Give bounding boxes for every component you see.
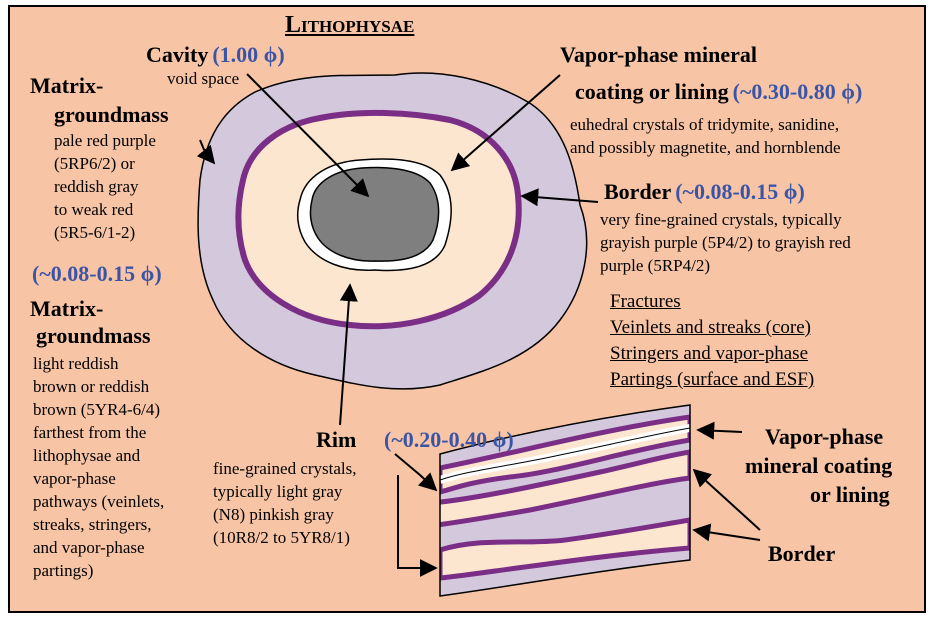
vein-lining-arrow <box>698 430 742 432</box>
matrix-2-desc-4: farthest from the <box>33 421 146 444</box>
matrix-2-desc-8: streaks, stringers, <box>33 513 152 536</box>
vein-border-label: Border <box>768 542 835 566</box>
rim-phi: (~0.20-0.40 ϕ) <box>384 428 514 452</box>
matrix-2-desc-6: vapor-phase <box>33 467 116 490</box>
vapor-lining-label-1: Vapor-phase mineral <box>560 43 757 67</box>
matrix-1-desc-4: to weak red <box>54 198 133 221</box>
cavity-label: Cavity <box>146 42 208 67</box>
matrix-1-label-1: Matrix- <box>30 74 103 98</box>
vein-lining-label-1: Vapor-phase <box>765 425 883 449</box>
vein-border-arrow-upper <box>694 470 760 530</box>
vapor-lining-phi: (~0.30-0.80 ϕ) <box>733 79 863 104</box>
border-label-group: Border (~0.08-0.15 ϕ) <box>604 180 805 204</box>
fractures-heading: Fractures <box>610 289 681 315</box>
matrix-1-desc-2: (5RP6/2) or <box>54 152 135 175</box>
fractures-item-stringers: Stringers and vapor-phase <box>610 341 808 367</box>
rim-desc-1: fine-grained crystals, <box>213 457 357 480</box>
matrix-2-desc-9: and vapor-phase <box>33 536 145 559</box>
vapor-lining-label-2: coating or lining <box>575 79 729 104</box>
rim-vein-arrow-lower <box>398 475 436 568</box>
vein-lining-label-2: mineral coating <box>745 454 892 478</box>
diagram-title: Lithophysae <box>285 12 414 38</box>
vapor-lining-desc-2: and possibly magnetite, and hornblende <box>570 136 841 159</box>
vein-border-arrow-lower <box>694 530 760 540</box>
matrix-2-desc-1: light reddish <box>33 352 118 375</box>
cavity-desc: void space <box>167 67 239 90</box>
fractures-item-partings: Partings (surface and ESF) <box>610 367 814 393</box>
border-desc-3: purple (5RP4/2) <box>600 254 710 277</box>
border-phi: (~0.08-0.15 ϕ) <box>675 179 805 204</box>
border-label: Border <box>604 179 671 204</box>
matrix-1-desc-5: (5R5-6/1-2) <box>54 221 135 244</box>
rim-desc-2: typically light gray <box>213 480 342 503</box>
rim-desc-4: (10R8/2 to 5YR8/1) <box>213 526 350 549</box>
matrix-phi: (~0.08-0.15 ϕ) <box>32 262 162 286</box>
matrix-2-desc-5: lithophysae and <box>33 444 140 467</box>
matrix-2-desc-3: brown (5YR4-6/4) <box>33 398 160 421</box>
vapor-lining-label-group: coating or lining (~0.30-0.80 ϕ) <box>575 80 862 104</box>
rim-label: Rim <box>316 428 356 452</box>
matrix-1-label-2: groundmass <box>54 103 169 127</box>
lithophysa-cross-section <box>198 73 587 389</box>
rim-vein-arrow-upper <box>395 454 436 490</box>
matrix-1-desc-1: pale red purple <box>54 129 156 152</box>
matrix-1-desc-3: reddish gray <box>54 175 139 198</box>
matrix-2-desc-10: partings) <box>33 559 93 582</box>
border-desc-1: very fine-grained crystals, typically <box>600 208 842 231</box>
border-desc-2: grayish purple (5P4/2) to grayish red <box>600 231 851 254</box>
cavity-label-group: Cavity (1.00 ϕ) <box>146 43 285 67</box>
vapor-lining-desc-1: euhedral crystals of tridymite, sanidine… <box>570 113 839 136</box>
matrix-2-label-2: groundmass <box>36 324 151 348</box>
matrix-2-label-1: Matrix- <box>30 297 103 321</box>
matrix-2-desc-7: pathways (veinlets, <box>33 490 164 513</box>
rim-desc-3: (N8) pinkish gray <box>213 503 334 526</box>
fractures-item-veinlets: Veinlets and streaks (core) <box>610 315 811 341</box>
vein-lining-label-3: or lining <box>810 483 890 507</box>
cavity-phi: (1.00 ϕ) <box>212 42 284 67</box>
cavity-shape <box>310 168 438 262</box>
matrix-2-desc-2: brown or reddish <box>33 375 149 398</box>
